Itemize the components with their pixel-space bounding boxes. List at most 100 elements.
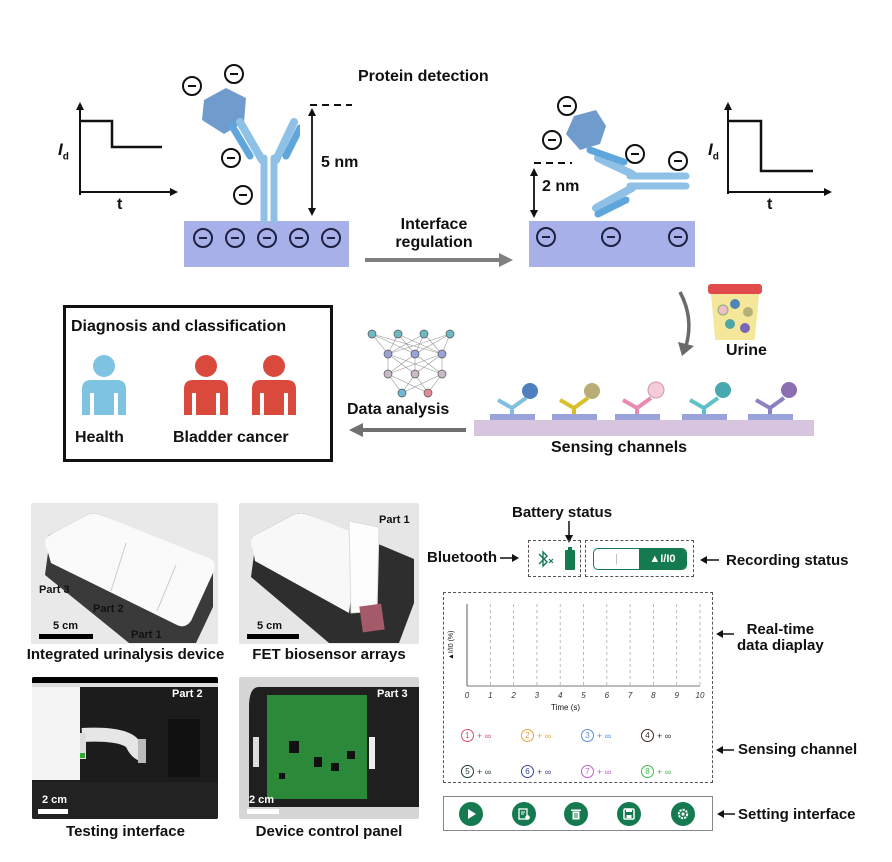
photo-fet-biosensor: Part 1 5 cm (239, 503, 419, 644)
diagnosis-box (63, 305, 333, 462)
sensing-channel-indicator[interactable]: 3+ ∞ (581, 729, 611, 742)
report-icon (518, 808, 530, 820)
settings-button[interactable] (671, 802, 695, 826)
channel-number-badge: 3 (581, 729, 594, 742)
part-1-label: Part 1 (131, 629, 162, 641)
x-tick-label: 2 (510, 691, 516, 700)
channel-value: + ∞ (477, 730, 492, 741)
data-analysis-label: Data analysis (347, 401, 450, 418)
channel-number-badge: 4 (641, 729, 654, 742)
bluetooth-off-icon (538, 550, 554, 568)
negative-charge-icon (625, 144, 645, 164)
delete-button[interactable] (564, 802, 588, 826)
channel-value: + ∞ (657, 730, 672, 741)
battery-icon (565, 547, 575, 570)
curved-arrow (678, 291, 694, 356)
channel-4 (682, 382, 731, 420)
x-tick-label: 10 (696, 691, 705, 700)
photo-integrated-device: Part 3 Part 2 Part 1 5 cm (31, 503, 218, 644)
x-tick-label: 1 (488, 691, 492, 700)
sensing-channel-indicator[interactable]: 6+ ∞ (521, 765, 551, 778)
sensing-channel-indicator[interactable]: 2+ ∞ (521, 729, 551, 742)
photo-testing-interface: Part 2 2 cm (32, 677, 218, 819)
realtime-data-box (443, 592, 713, 783)
scale-bar (247, 634, 299, 639)
negative-charge-icon (289, 228, 309, 248)
interface-regulation-label: Interface regulation (395, 216, 473, 251)
negative-charge-icon (557, 96, 577, 116)
channel-5 (748, 382, 797, 420)
bluetooth-pointer-arrow (500, 554, 519, 562)
bladder-cancer-label: Bladder cancer (173, 429, 289, 446)
recording-pointer-arrow (700, 556, 719, 564)
scale-bar (39, 634, 93, 639)
setting-interface-label: Setting interface (738, 806, 856, 823)
save-button[interactable] (617, 802, 641, 826)
negative-charge-icon (668, 151, 688, 171)
scale-label: 5 cm (53, 620, 79, 632)
sensing-channels-label: Sensing channels (551, 439, 688, 456)
setting-pointer-arrow (717, 810, 735, 818)
channel-2 (552, 383, 600, 420)
chart-xlabel: Time (s) (551, 703, 581, 712)
settings-icon (677, 808, 689, 820)
healthy-person-icon (82, 355, 126, 415)
negative-charge-icon (233, 185, 253, 205)
sensing-channel-antibodies (490, 381, 797, 420)
channel-number-badge: 6 (521, 765, 534, 778)
realtime-pointer-arrow (716, 630, 734, 638)
photo-caption: Testing interface (66, 823, 185, 840)
toggle-on-side[interactable]: ▲I/I0 (638, 549, 686, 569)
scale-label: 2 cm (249, 794, 275, 806)
save-icon (623, 808, 635, 820)
sensing-channel-indicator[interactable]: 8+ ∞ (641, 765, 671, 778)
channel-number-badge: 8 (641, 765, 654, 778)
photo-caption: Integrated urinalysis device (26, 646, 225, 663)
battery-status-label: Battery status (512, 504, 613, 521)
recording-toggle[interactable]: | ▲I/I0 (593, 548, 687, 570)
part-1-label: Part 1 (379, 514, 410, 526)
channel-value: + ∞ (597, 766, 612, 777)
sensing-channel-indicator[interactable]: 1+ ∞ (461, 729, 491, 742)
setting-interface-bar (443, 796, 713, 831)
sensing-channel-pointer-arrow (716, 746, 734, 754)
sensing-channel-indicator[interactable]: 4+ ∞ (641, 729, 671, 742)
channel-number-badge: 5 (461, 765, 474, 778)
channel-1 (490, 383, 538, 420)
scale-bar (247, 809, 279, 814)
channel-number-badge: 2 (521, 729, 534, 742)
photo-caption: FET biosensor arrays (252, 646, 406, 663)
data-analysis-arrow (349, 423, 466, 437)
negative-charge-icon (221, 148, 241, 168)
distance-marker-5nm (308, 104, 352, 216)
urine-label: Urine (726, 342, 767, 359)
negative-charge-icon (668, 227, 688, 247)
negative-charge-icon (224, 64, 244, 84)
channel-value: + ∞ (537, 730, 552, 741)
channel-number-badge: 1 (461, 729, 474, 742)
play-button[interactable] (459, 802, 483, 826)
health-label: Health (75, 429, 124, 446)
report-button[interactable] (512, 802, 536, 826)
cancer-person-icon (252, 355, 296, 415)
sensing-channel-indicator[interactable]: 5+ ∞ (461, 765, 491, 778)
toggle-off-side[interactable]: | (615, 553, 618, 565)
sensing-channel-indicator[interactable]: 7+ ∞ (581, 765, 611, 778)
x-tick-label: 3 (535, 691, 540, 700)
lying-antibody (566, 110, 690, 218)
photo-device-control-panel: Part 3 2 cm (239, 677, 419, 819)
upright-antibody (202, 88, 300, 223)
channel-value: + ∞ (657, 766, 672, 777)
realtime-data-label: Real-time data diaplay (737, 621, 824, 654)
negative-charge-icon (193, 228, 213, 248)
distance-label-5nm: 5 nm (321, 154, 359, 171)
x-tick-label: 0 (465, 691, 470, 700)
distance-label-2nm: 2 nm (542, 178, 580, 195)
recording-status-label: Recording status (726, 552, 849, 569)
channel-3 (615, 381, 665, 420)
negative-charge-icon (225, 228, 245, 248)
scale-label: 5 cm (257, 620, 283, 632)
negative-charge-icon (542, 130, 562, 150)
left-current-graph (76, 102, 178, 196)
